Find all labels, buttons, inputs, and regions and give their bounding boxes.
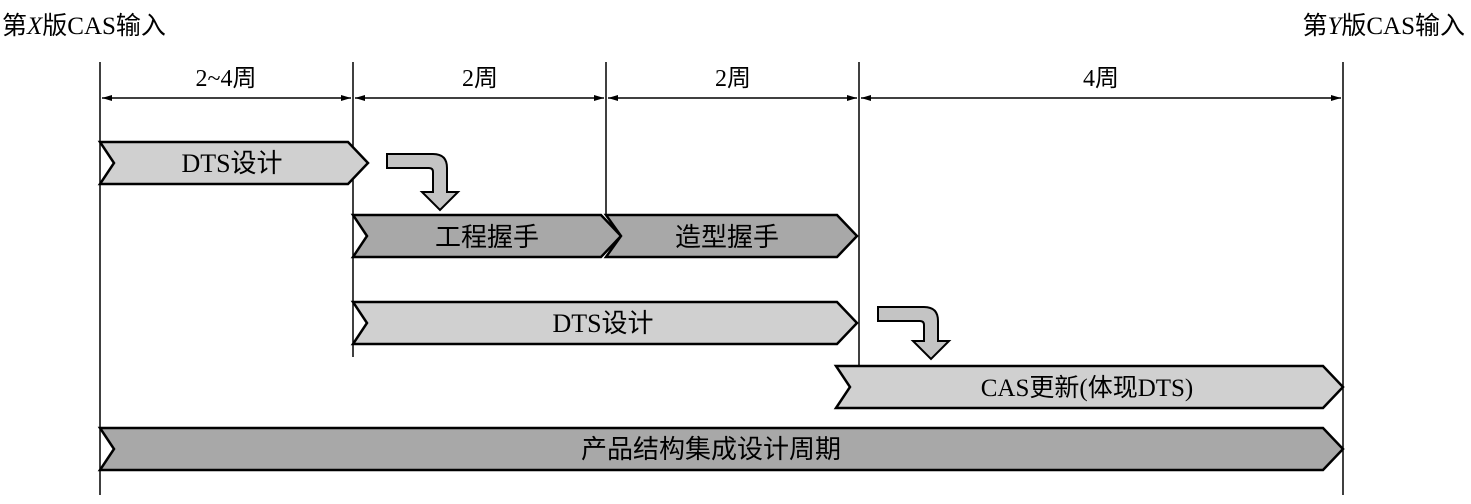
duration-label-2: 2周 [462,66,498,92]
start-suffix: 版CAS输入 [42,13,166,40]
start-version: X [27,13,43,40]
bar-label-dts-design-2: DTS设计 [552,309,653,338]
end-version-label: 第Y版CAS输入 [1302,12,1465,42]
bar-label-integrated-design-cycle: 产品结构集成设计周期 [581,435,841,464]
bar-engineering-handshake [350,213,623,259]
duration-label-1: 2~4周 [196,66,257,92]
start-prefix: 第 [2,13,28,40]
bar-cas-update [833,364,1345,410]
bar-label-engineering-handshake: 工程握手 [435,223,539,252]
bar-label-styling-handshake: 造型握手 [675,223,779,252]
end-version: Y [1327,13,1342,40]
bar-label-cas-update: CAS更新(体现DTS) [981,374,1194,402]
handoff-arrow-2 [877,306,952,361]
end-prefix: 第 [1302,13,1328,40]
bar-dts-design-2 [350,300,859,346]
bar-dts-design-1 [97,140,370,186]
duration-label-4: 4周 [1083,66,1119,92]
start-version-label: 第X版CAS输入 [2,12,166,42]
bar-label-dts-design-1: DTS设计 [181,149,282,178]
bar-styling-handshake [603,213,859,259]
bar-integrated-design-cycle [97,426,1345,472]
handoff-arrow-1 [386,153,461,212]
duration-label-3: 2周 [715,66,751,92]
end-suffix: 版CAS输入 [1341,13,1465,40]
